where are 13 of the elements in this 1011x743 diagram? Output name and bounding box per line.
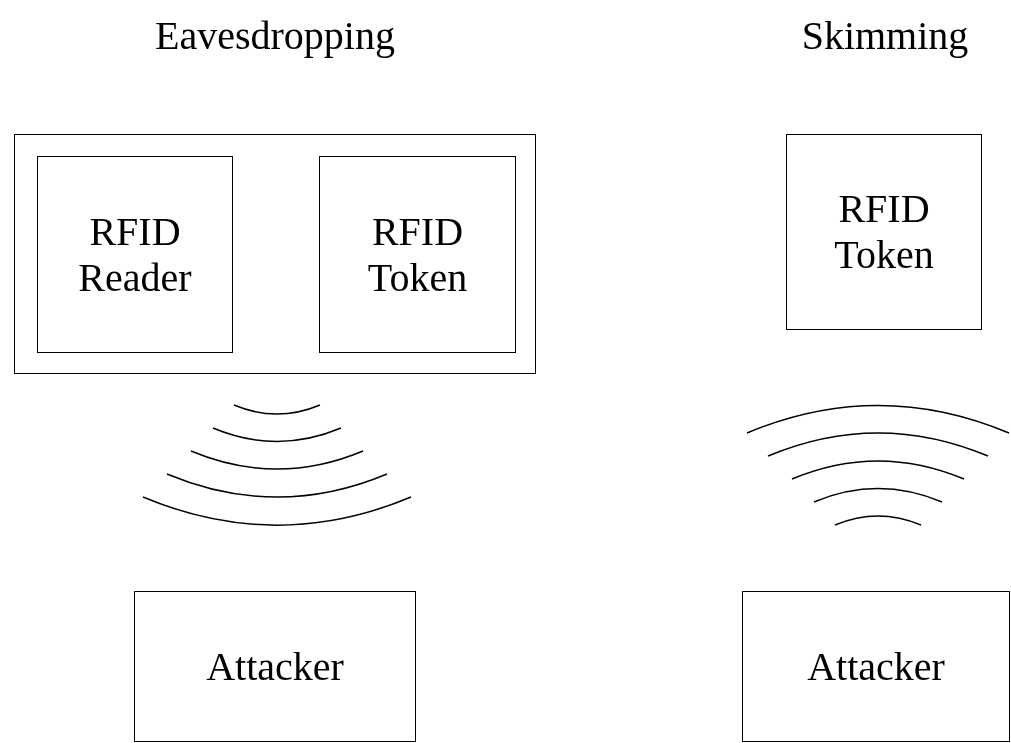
section-heading: Skimming bbox=[801, 12, 969, 59]
box-label: Attacker bbox=[206, 643, 344, 690]
device-box bbox=[134, 591, 416, 742]
device-box bbox=[742, 591, 1010, 742]
device-box bbox=[37, 156, 233, 353]
device-box bbox=[786, 134, 982, 330]
box-label: Attacker bbox=[807, 643, 945, 690]
device-box bbox=[319, 156, 516, 353]
box-label: RFID Reader bbox=[77, 208, 193, 301]
section-heading: Eavesdropping bbox=[155, 12, 395, 59]
group-box bbox=[14, 134, 536, 374]
box-label: RFID Token bbox=[366, 208, 469, 301]
box-label: RFID Token bbox=[833, 186, 935, 278]
